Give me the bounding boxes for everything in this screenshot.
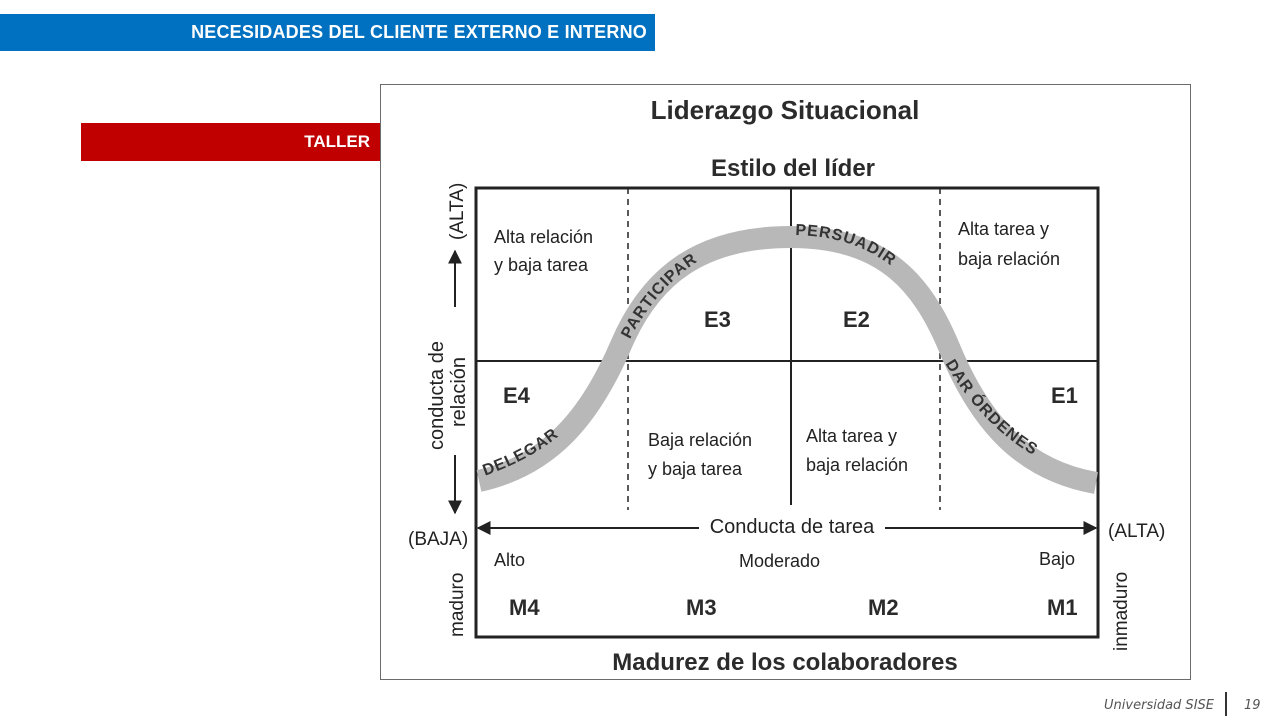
subsection-label: TALLER (304, 132, 370, 151)
maturity-code-m3: M3 (686, 595, 717, 620)
maturity-code-m1: M1 (1047, 595, 1078, 620)
style-code-e1: E1 (1051, 383, 1078, 408)
quadrant-top-left-line2: y baja tarea (494, 255, 589, 275)
relationship-axis-label-line1: conducta de (426, 341, 448, 450)
quadrant-top-left-line1: Alta relación (494, 227, 593, 247)
svg-text:DAR ÓRDENES: DAR ÓRDENES (942, 357, 1041, 459)
footer-divider (1225, 692, 1227, 716)
relationship-axis-label-line2: relación (448, 357, 470, 427)
quadrant-bottom-right-line1: Alta tarea y (806, 426, 897, 446)
quadrant-top-right-line1: Alta tarea y (958, 219, 1049, 239)
style-code-e4: E4 (503, 383, 531, 408)
section-header-banner: NECESIDADES DEL CLIENTE EXTERNO E INTERN… (0, 14, 655, 51)
relationship-low-label: (BAJA) (408, 529, 468, 550)
slide-title: NECESIDADES DEL CLIENTE EXTERNO E INTERN… (191, 22, 647, 42)
maturity-end-inmaduro: inmaduro (1111, 572, 1132, 651)
subsection-banner: TALLER (81, 123, 382, 161)
diagram-title: Liderazgo Situacional (651, 95, 920, 125)
quadrant-top-right-line2: baja relación (958, 249, 1060, 269)
page-number: 19 (1244, 698, 1261, 713)
relationship-high-label: (ALTA) (447, 183, 468, 240)
svg-text:PARTICIPAR: PARTICIPAR (618, 250, 700, 341)
footer-brand: Universidad SISE (1104, 698, 1214, 713)
style-code-e2: E2 (843, 307, 870, 332)
curve-label-participar: PARTICIPAR (618, 250, 699, 341)
maturity-end-maduro: maduro (447, 573, 468, 637)
maturity-level-bajo: Bajo (1039, 549, 1075, 569)
style-code-e3: E3 (704, 307, 731, 332)
quadrant-bottom-left-line1: Baja relación (648, 430, 752, 450)
situational-leadership-diagram: Liderazgo Situacional Estilo del líder D… (408, 95, 1165, 676)
leadership-style-curve (476, 225, 1099, 494)
task-high-label: (ALTA) (1108, 521, 1165, 542)
leader-style-label: Estilo del líder (711, 155, 875, 182)
curve-label-dar-ordenes: DAR ÓRDENES (942, 357, 1040, 459)
grid-frame (474, 186, 1100, 639)
task-behavior-label: Conducta de tarea (710, 516, 875, 538)
quadrant-bottom-right-line2: baja relación (806, 455, 908, 475)
maturity-code-m4: M4 (509, 595, 540, 620)
quadrant-bottom-left-line2: y baja tarea (648, 459, 743, 479)
collaborator-maturity-label: Madurez de los colaboradores (612, 649, 957, 676)
maturity-code-m2: M2 (868, 595, 899, 620)
task-label-backdrop (699, 513, 885, 541)
maturity-level-alto: Alto (494, 550, 525, 570)
situational-leadership-figure: Liderazgo Situacional Estilo del líder D… (380, 84, 1191, 680)
maturity-level-moderado: Moderado (739, 551, 820, 571)
